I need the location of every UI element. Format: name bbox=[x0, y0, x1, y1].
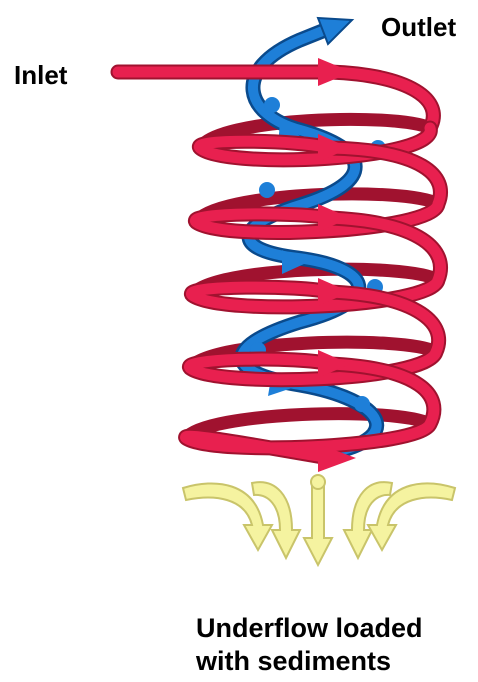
inner-node-4 bbox=[259, 182, 275, 198]
underflow-arrows bbox=[183, 475, 455, 565]
inlet-label: Inlet bbox=[14, 62, 67, 88]
inner-node-1 bbox=[354, 396, 370, 412]
outlet-arrowhead bbox=[318, 18, 352, 44]
underflow-label-line-2: with sediments bbox=[196, 645, 423, 678]
red-arrowhead-1 bbox=[318, 58, 352, 86]
underflow-label-line-1: Underflow loaded bbox=[196, 612, 423, 645]
underflow-label: Underflow loaded with sediments bbox=[196, 612, 423, 678]
underflow-center-cap bbox=[311, 475, 325, 489]
outlet-label: Outlet bbox=[381, 14, 456, 40]
inner-node-6 bbox=[264, 97, 280, 113]
